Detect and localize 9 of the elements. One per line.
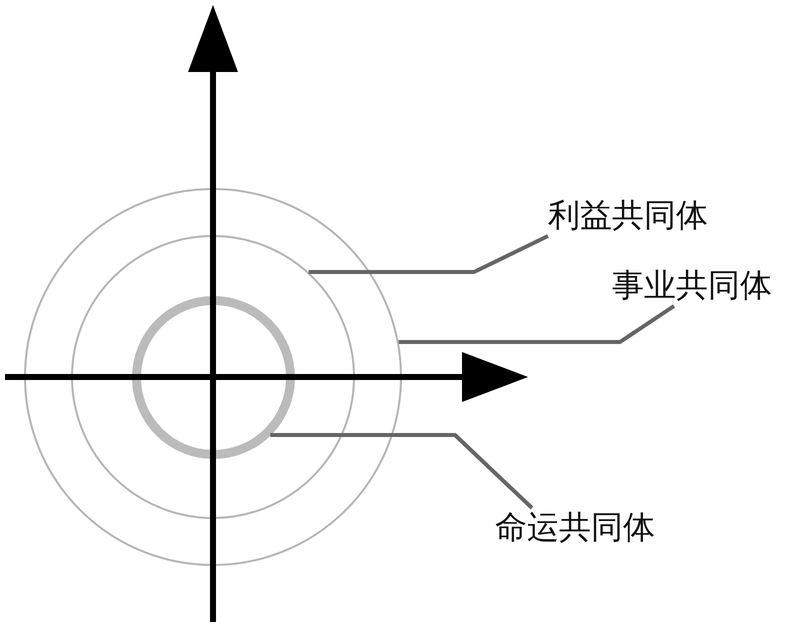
callout-label: 事业共同体 xyxy=(612,266,772,304)
ring xyxy=(24,188,402,566)
ring xyxy=(71,235,355,519)
leader-line xyxy=(308,234,549,274)
leader-line xyxy=(270,433,534,510)
leader-line xyxy=(398,304,676,344)
callout-label: 利益共同体 xyxy=(548,196,708,234)
ring xyxy=(132,296,294,458)
callout-label: 命运共同体 xyxy=(495,508,655,546)
